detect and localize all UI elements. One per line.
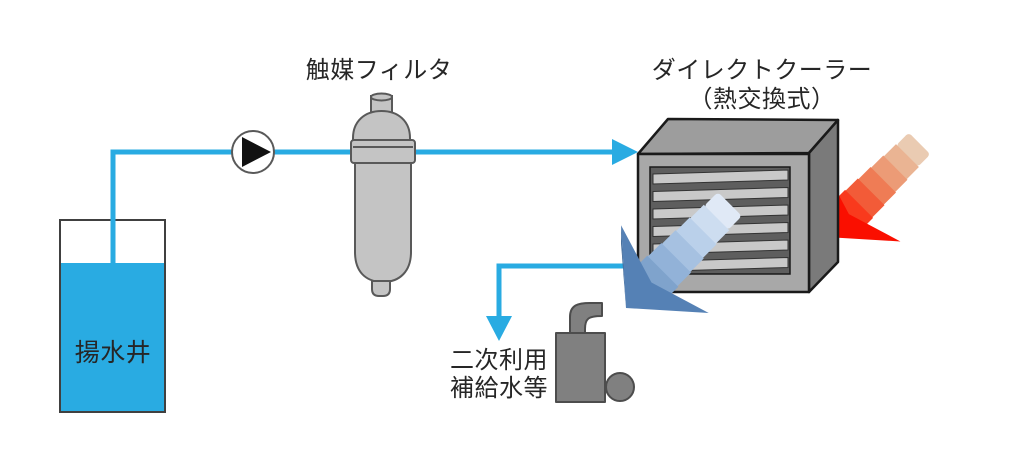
supply-pipe: [110, 139, 638, 265]
cooler-label: ダイレクトクーラー （熱交換式）: [652, 56, 873, 114]
hand-pump-icon: [555, 302, 635, 403]
pump-icon: [231, 130, 275, 174]
secondary-use-label-line2: 補給水等: [450, 375, 548, 402]
return-pipe: [486, 263, 648, 341]
well-label: 揚水井: [74, 339, 152, 367]
return-pipe-arrowhead-icon: [486, 316, 512, 341]
secondary-use-label-line1: 二次利用: [450, 347, 548, 374]
filter-label: 触媒フィルタ: [305, 57, 453, 84]
well-water: [61, 263, 164, 411]
cooler-label-line2: （熱交換式）: [688, 86, 836, 113]
catalyst-filter-vessel: [350, 92, 416, 297]
cold-air-arrow-icon: [621, 193, 741, 313]
secondary-use-label: 二次利用 補給水等: [450, 347, 548, 403]
supply-pipe-arrowhead-icon: [612, 139, 638, 165]
cooler-label-line1: ダイレクトクーラー: [651, 57, 873, 84]
